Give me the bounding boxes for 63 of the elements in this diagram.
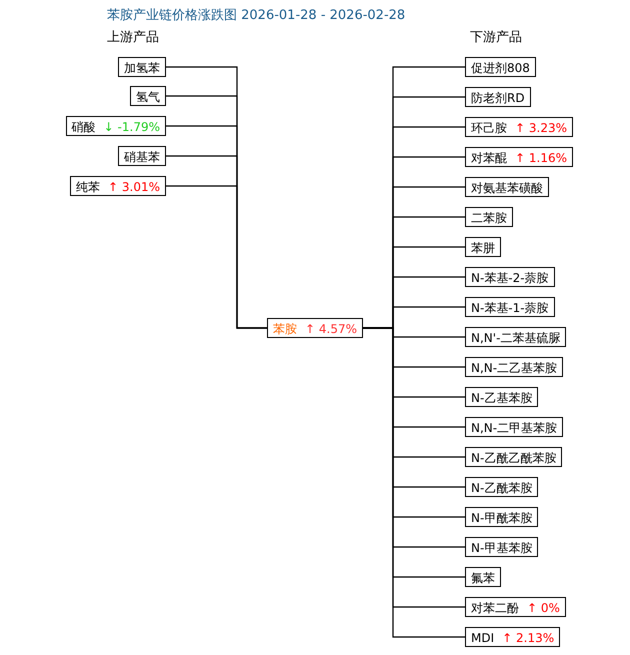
product-name: N-甲酰苯胺 (471, 510, 532, 526)
section-heading: 上游产品 (107, 29, 159, 46)
product-name: 硝基苯 (124, 149, 160, 165)
product-name: N,N-二甲基苯胺 (471, 420, 558, 436)
price-change: ↑ 0% (527, 600, 560, 616)
product-box (70, 176, 166, 196)
product-name: 氟苯 (471, 570, 495, 586)
product-box (465, 267, 555, 287)
product-box (267, 318, 363, 338)
product-name: 环己胺 (471, 120, 507, 136)
product-name: 纯苯 (76, 179, 100, 195)
product-box (465, 597, 566, 617)
product-name: 氢气 (136, 89, 160, 105)
product-box (465, 327, 566, 347)
product-name: N-苯基-2-萘胺 (471, 270, 549, 286)
product-name: N-乙酰苯胺 (471, 480, 532, 496)
price-change: ↑ 3.01% (108, 179, 160, 195)
product-name: 苯胺 (273, 321, 297, 337)
product-box (465, 447, 562, 467)
product-box (465, 207, 513, 227)
product-name: 对氨基苯磺酸 (471, 180, 543, 196)
price-change: ↑ 1.16% (515, 150, 567, 166)
price-change: ↑ 3.23% (515, 120, 567, 136)
product-name: 苯肼 (471, 240, 495, 256)
product-name: 对苯醌 (471, 150, 507, 166)
product-box (465, 57, 536, 77)
product-box (465, 507, 538, 527)
product-name: N-乙酰乙酰苯胺 (471, 450, 556, 466)
product-name: 二苯胺 (471, 210, 507, 226)
product-name: N-苯基-1-萘胺 (471, 300, 549, 316)
product-box (465, 117, 573, 137)
product-box (465, 567, 501, 587)
section-heading: 下游产品 (470, 29, 522, 46)
product-name: 对苯二酚 (471, 600, 519, 616)
product-name: N-甲基苯胺 (471, 540, 532, 556)
product-box (66, 116, 166, 136)
product-name: N-乙基苯胺 (471, 390, 532, 406)
product-box (130, 86, 166, 106)
product-name: 促进剂808 (471, 60, 530, 76)
product-name: N,N'-二苯基硫脲 (471, 330, 560, 346)
product-name: 硝酸 (72, 119, 96, 135)
product-box (465, 87, 531, 107)
product-box (465, 357, 564, 377)
price-change: ↓ -1.79% (104, 119, 160, 135)
product-name: 加氢苯 (124, 60, 160, 76)
product-name: MDI (471, 630, 494, 646)
product-box (118, 57, 166, 77)
product-box (465, 147, 573, 167)
product-box (465, 387, 538, 407)
product-box (465, 177, 549, 197)
product-box (465, 537, 538, 557)
product-name: N,N-二乙基苯胺 (471, 360, 558, 376)
price-change: ↑ 2.13% (502, 630, 554, 646)
product-box (465, 297, 555, 317)
connector-line (166, 185, 267, 329)
product-box (465, 417, 564, 437)
product-box (118, 146, 166, 166)
price-change: ↑ 4.57% (305, 321, 357, 337)
chart-title: 苯胺产业链价格涨跌图 2026-01-28 - 2026-02-28 (107, 7, 406, 24)
product-name: 防老剂RD (471, 90, 525, 106)
product-box (465, 237, 501, 257)
product-box (465, 477, 538, 497)
product-box (465, 627, 560, 647)
